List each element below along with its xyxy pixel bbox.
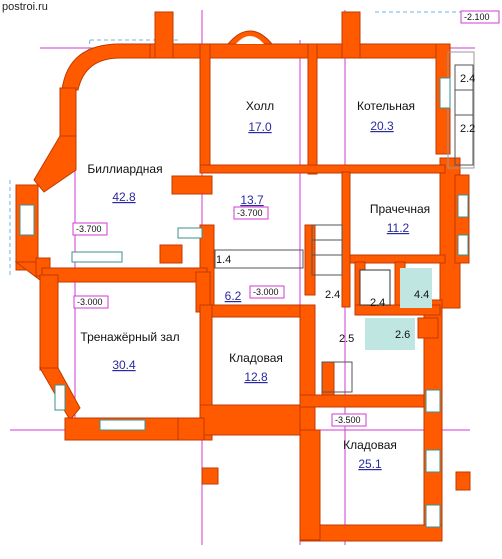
site-watermark: postroi.ru (2, 1, 48, 13)
room-name-gym: Тренажёрный зал (80, 330, 179, 344)
room-name-storage-1: Кладовая (229, 351, 283, 365)
level-markers: -2.100 -3.700 -3.700 -3.000 -3.000 -3.50… (72, 10, 500, 427)
room-name-hall: Холл (246, 99, 274, 113)
area-bath: 4.4 (414, 289, 429, 301)
room-area-storage-2: 25.1 (358, 457, 382, 471)
room-area-gym: 30.4 (112, 358, 136, 372)
area-stair-mid: 2.4 (325, 289, 340, 301)
level-marker-6: -3.500 (335, 415, 361, 425)
room-name-storage-2: Кладовая (343, 438, 397, 452)
room-area-vestibule: 6.2 (225, 289, 242, 303)
windows (19, 77, 469, 528)
bath-tiles (359, 268, 432, 350)
area-1-4: 1.4 (216, 254, 231, 266)
area-lobby: 2.5 (339, 333, 354, 345)
area-stair-bottom: 2.2 (460, 123, 475, 135)
room-area-hall: 17.0 (248, 120, 272, 134)
room-area-boiler: 20.3 (370, 119, 394, 133)
level-marker-3: -3.700 (237, 208, 263, 218)
top-arch-inner (236, 36, 264, 44)
room-area-laundry: 11.2 (387, 221, 410, 235)
level-marker-1: -2.100 (464, 12, 490, 22)
room-area-billiard: 42.8 (112, 190, 136, 204)
area-stair-top: 2.4 (460, 73, 475, 85)
stairs (214, 64, 474, 393)
area-shower: 2.4 (370, 297, 385, 309)
room-area-storage-1: 12.8 (244, 370, 268, 384)
level-marker-5: -3.000 (253, 287, 279, 297)
level-marker-2: -3.700 (76, 224, 102, 234)
room-name-laundry: Прачечная (370, 202, 430, 216)
room-area-corridor: 13.7 (240, 193, 264, 207)
level-marker-4: -3.000 (77, 297, 103, 307)
room-name-boiler: Котельная (357, 99, 415, 113)
area-wc: 2.6 (395, 329, 410, 341)
room-name-billiard: Биллиардная (87, 162, 162, 176)
